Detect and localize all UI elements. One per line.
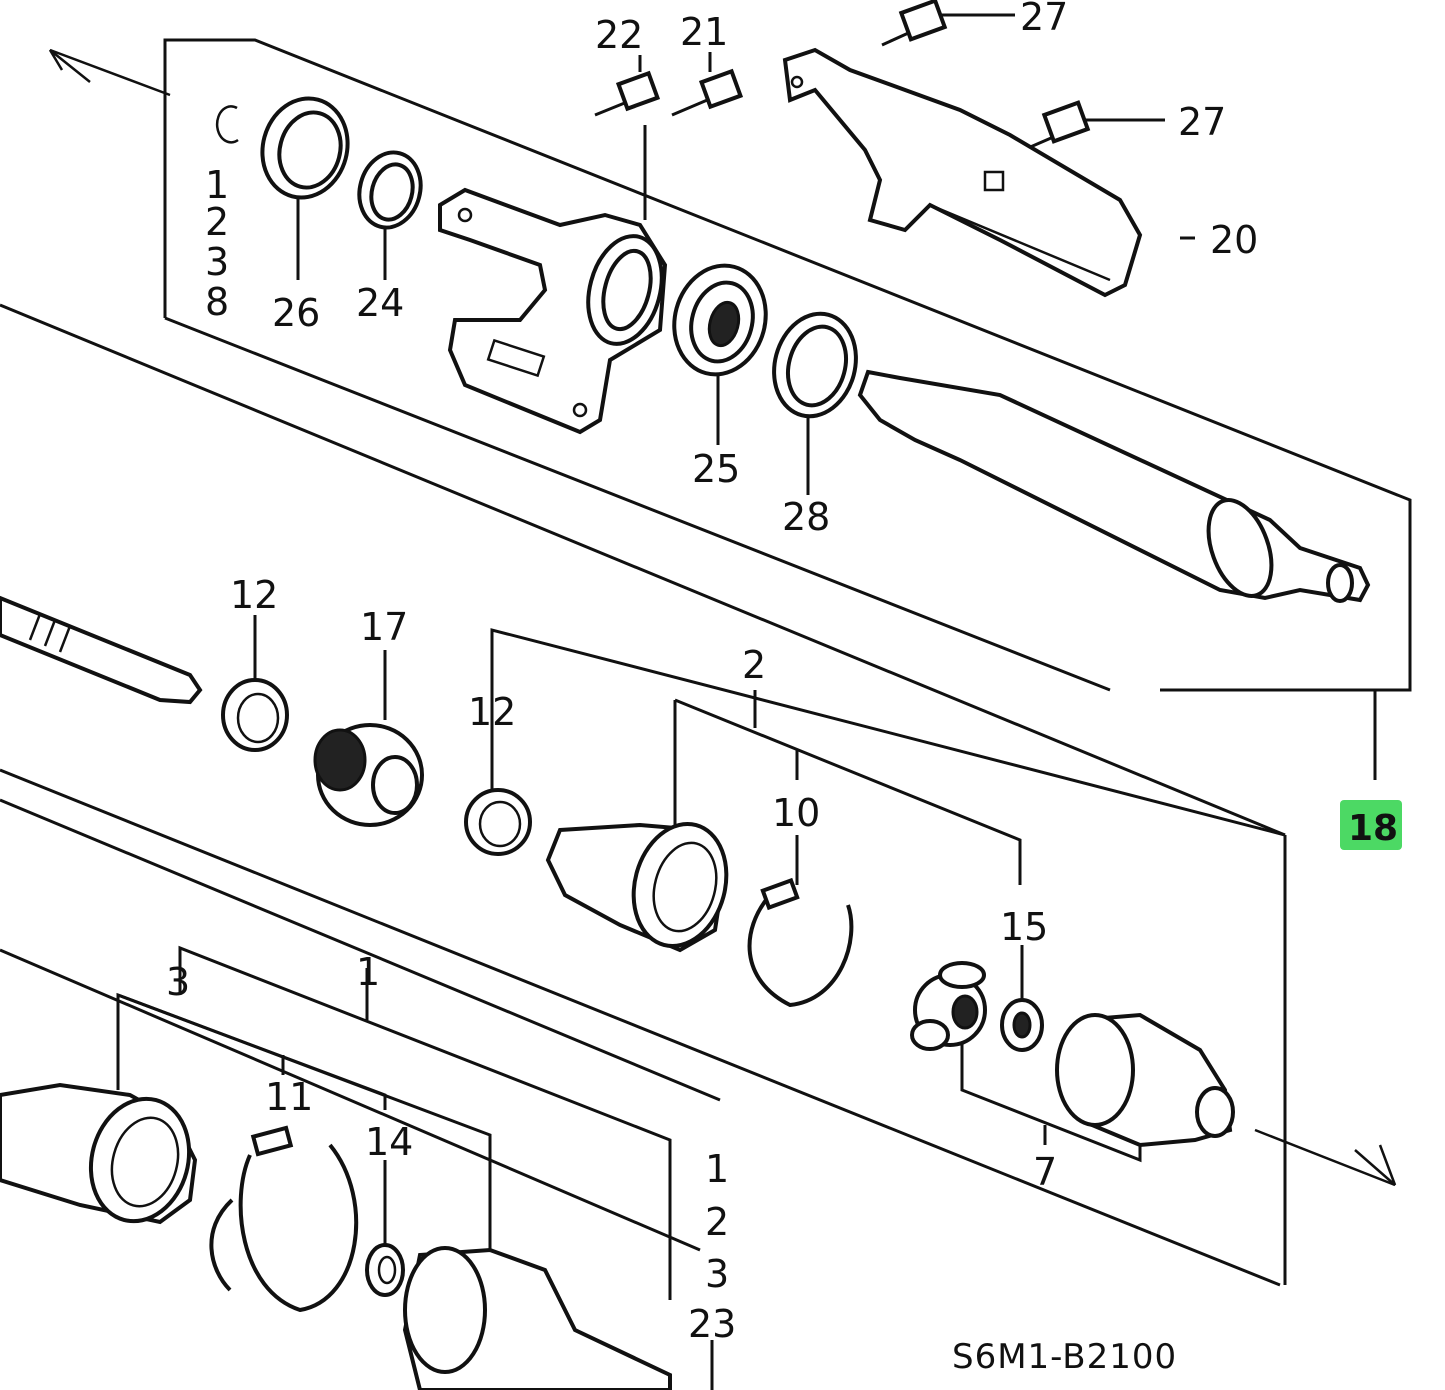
callout-3-bottom: 3 [705,1252,729,1296]
axle-shaft-part [0,595,203,705]
upper-shaft-assembly [215,0,1371,603]
bearing-bracket-part [438,187,668,435]
callout-27-mid: 27 [1178,100,1226,144]
band-part-10 [747,877,854,1008]
callout-7: 7 [1033,1150,1057,1194]
callout-23: 23 [688,1302,736,1346]
callout-20: 20 [1210,218,1258,262]
seal-part-26 [260,96,350,200]
callout-2-mid: 2 [742,643,766,687]
callout-labels: 22 21 27 27 20 1 2 3 8 26 24 25 28 12 17… [166,0,1258,1346]
callout-25: 25 [692,447,740,491]
callout-28: 28 [782,495,830,539]
callout-2-top: 2 [205,200,229,244]
callout-2-bottom: 2 [705,1200,729,1244]
lower-boot-part [0,1082,198,1225]
ring-part-24 [357,150,423,230]
callout-15: 15 [1000,905,1048,949]
band-part-11 [209,1125,359,1313]
bolt-part-22 [594,70,661,117]
callout-26: 26 [272,291,320,335]
band-part-12-a [221,678,289,752]
bolt-part-27-top [881,0,948,47]
lower-joint-part [402,1246,672,1390]
circlip-part [215,105,239,144]
callout-10: 10 [772,791,820,835]
bolt-part-27-mid [1027,100,1091,150]
callout-11: 11 [265,1075,313,1119]
clip-part-14 [365,1243,405,1297]
callout-17: 17 [360,605,408,649]
diagram-code: S6M1-B2100 [952,1337,1177,1377]
ring-part-15 [1000,998,1044,1052]
callout-22: 22 [595,13,643,57]
callout-1-bottom: 1 [705,1147,729,1191]
callout-8: 8 [205,280,229,324]
outboard-joint-part-7 [1055,1012,1235,1148]
intermediate-shaft-part [857,369,1371,603]
ring-part-28 [772,311,858,419]
spider-part [910,961,987,1051]
callout-1-mid: 1 [356,950,380,994]
callout-24: 24 [356,281,404,325]
highlight-box [1340,800,1402,850]
bolt-part-21 [671,68,744,117]
callout-12-a: 12 [230,573,278,617]
bearing-part-25 [672,263,768,377]
callout-3-top: 3 [205,240,229,284]
highlight-callout-18[interactable]: 18 [1340,800,1402,850]
callout-18: 18 [1348,808,1398,849]
callout-1-top: 1 [205,163,229,207]
heat-shield-part-20 [782,47,1143,298]
callout-14: 14 [365,1120,413,1164]
callout-21: 21 [680,10,728,54]
lower-shaft-assembly [0,1082,672,1390]
middle-shaft-assembly [0,595,1235,1148]
callout-12-b: 12 [468,690,516,734]
callout-27-top: 27 [1020,0,1068,39]
callout-3-mid: 3 [166,960,190,1004]
joint-part-17 [313,723,424,827]
boot-part [545,821,729,953]
band-part-12-b [464,788,532,856]
